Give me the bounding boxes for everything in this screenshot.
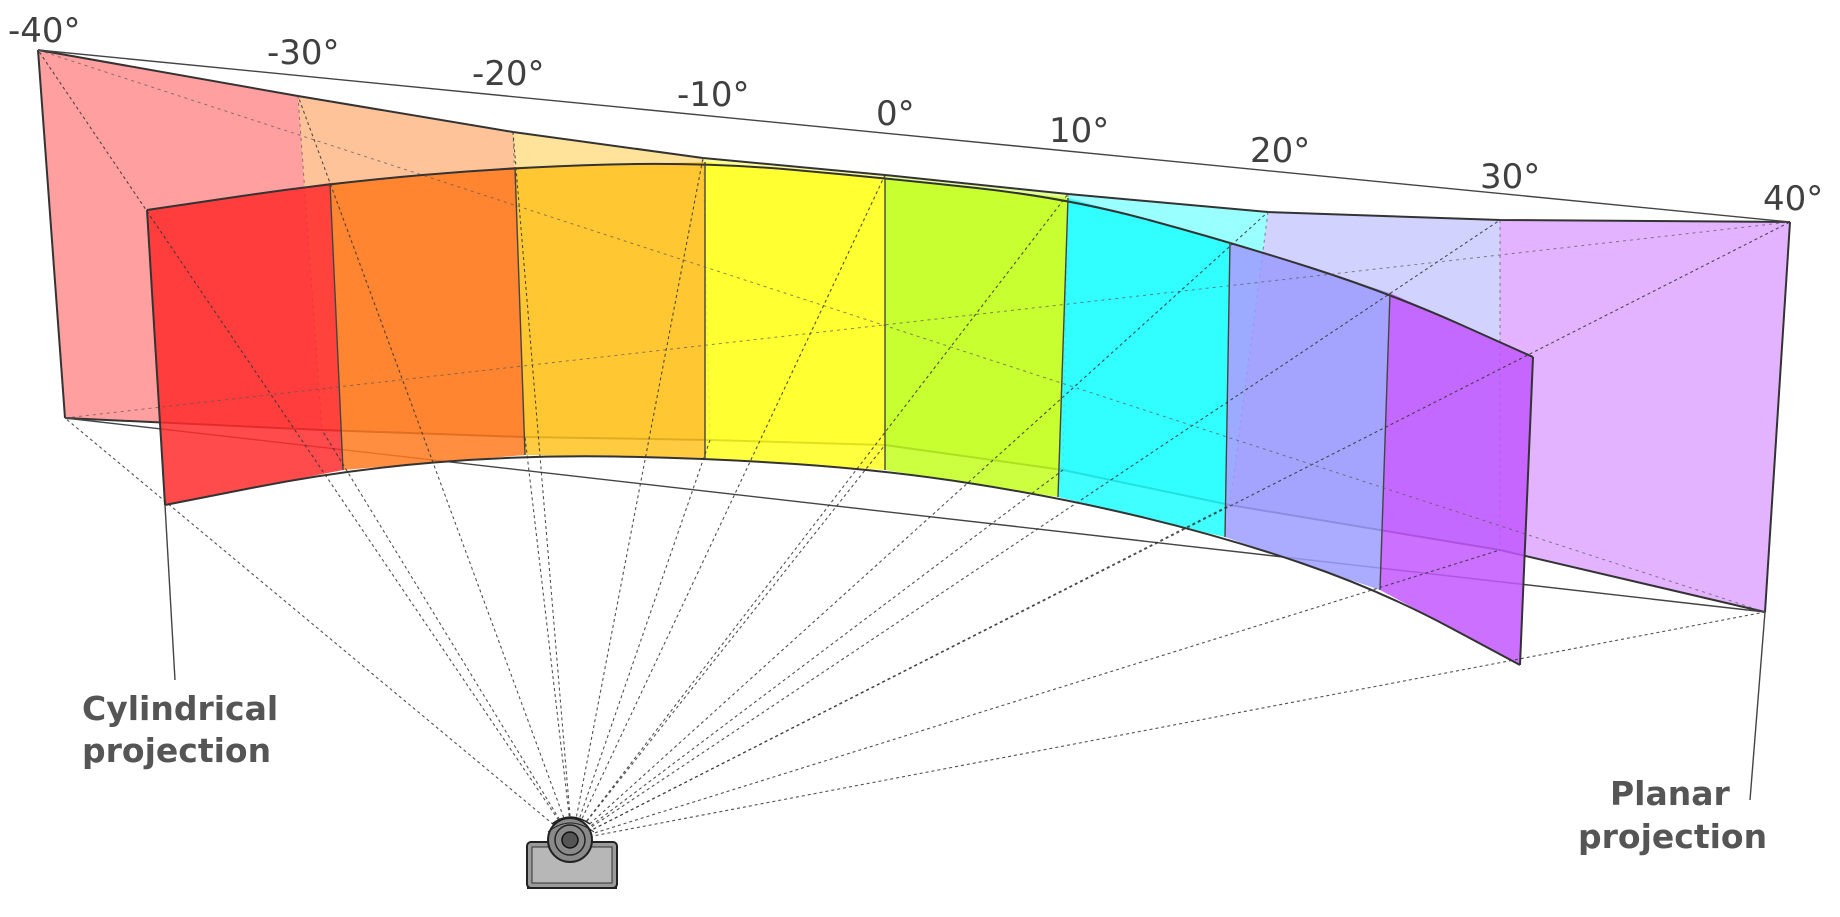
cylindrical-strip — [1058, 198, 1230, 537]
projection-ray — [512, 131, 573, 841]
projection-ray — [571, 193, 1069, 841]
angle-label: -40° — [8, 11, 81, 51]
cylindrical-divider — [329, 182, 344, 471]
cylindrical-divider — [1379, 292, 1391, 591]
cylindrical-strip — [147, 183, 343, 505]
angle-label: -10° — [677, 75, 750, 115]
cylindrical-caption: Cylindrical projection — [82, 689, 278, 770]
projection-ray — [37, 49, 573, 841]
projection-ray — [571, 549, 1501, 841]
cylindrical-divider — [1224, 241, 1231, 538]
angle-label: -30° — [267, 33, 340, 73]
cylindrical-strip — [1380, 293, 1533, 665]
planar-diagonal — [64, 221, 1791, 419]
angle-label: 0° — [876, 94, 915, 134]
planar-right-edge — [1764, 221, 1791, 613]
cylindrical-right-edge — [1519, 356, 1534, 666]
angle-label: 20° — [1250, 131, 1310, 171]
angle-label: 40° — [1763, 179, 1823, 219]
caption-line: Cylindrical — [82, 689, 278, 728]
cylindrical-projection — [146, 162, 1534, 666]
cylindrical-divider — [514, 166, 526, 456]
cylindrical-bottom-edge — [164, 455, 1521, 666]
projection-ray — [571, 469, 1064, 841]
projection-ray — [297, 95, 573, 841]
projection-ray — [321, 429, 573, 841]
planar-diagonal — [37, 49, 1766, 613]
projection-ray — [571, 444, 886, 841]
caption-leader — [164, 504, 176, 681]
angle-label: 10° — [1049, 111, 1109, 151]
cylindrical-divider — [1057, 197, 1069, 498]
cylindrical-strip — [330, 167, 525, 470]
projection-ray — [571, 219, 1501, 841]
caption-line: projection — [82, 731, 271, 770]
cylindrical-strip — [705, 162, 885, 470]
cylindrical-top-edge — [146, 162, 1534, 358]
angle-label: -20° — [472, 54, 545, 94]
projection-rays — [37, 49, 1791, 841]
caption-line: Planar — [1610, 774, 1731, 813]
projection-ray — [571, 157, 704, 841]
projection-ray — [524, 436, 573, 841]
caption-leader — [1749, 611, 1766, 801]
projection-ray — [571, 211, 1269, 841]
cylindrical-strip — [515, 162, 705, 458]
projection-ray — [571, 174, 886, 841]
planar-top-line — [37, 49, 1791, 223]
projection-ray — [571, 439, 711, 841]
cylindrical-left-edge — [146, 209, 166, 506]
angle-label: 30° — [1480, 157, 1540, 197]
camera-icon — [526, 816, 618, 889]
planar-left-edge — [37, 49, 66, 419]
planar-strip — [1500, 220, 1790, 612]
cylindrical-strip — [1225, 242, 1390, 590]
projection-ray — [571, 611, 1766, 841]
cylindrical-strip — [885, 178, 1068, 497]
caption-line: projection — [1578, 817, 1767, 856]
angle-labels: -40° -30° -20° -10° 0° 10° 20° 30° 40° — [8, 11, 1823, 219]
projection-ray — [64, 417, 573, 841]
planar-caption: Planar projection — [1578, 774, 1767, 856]
